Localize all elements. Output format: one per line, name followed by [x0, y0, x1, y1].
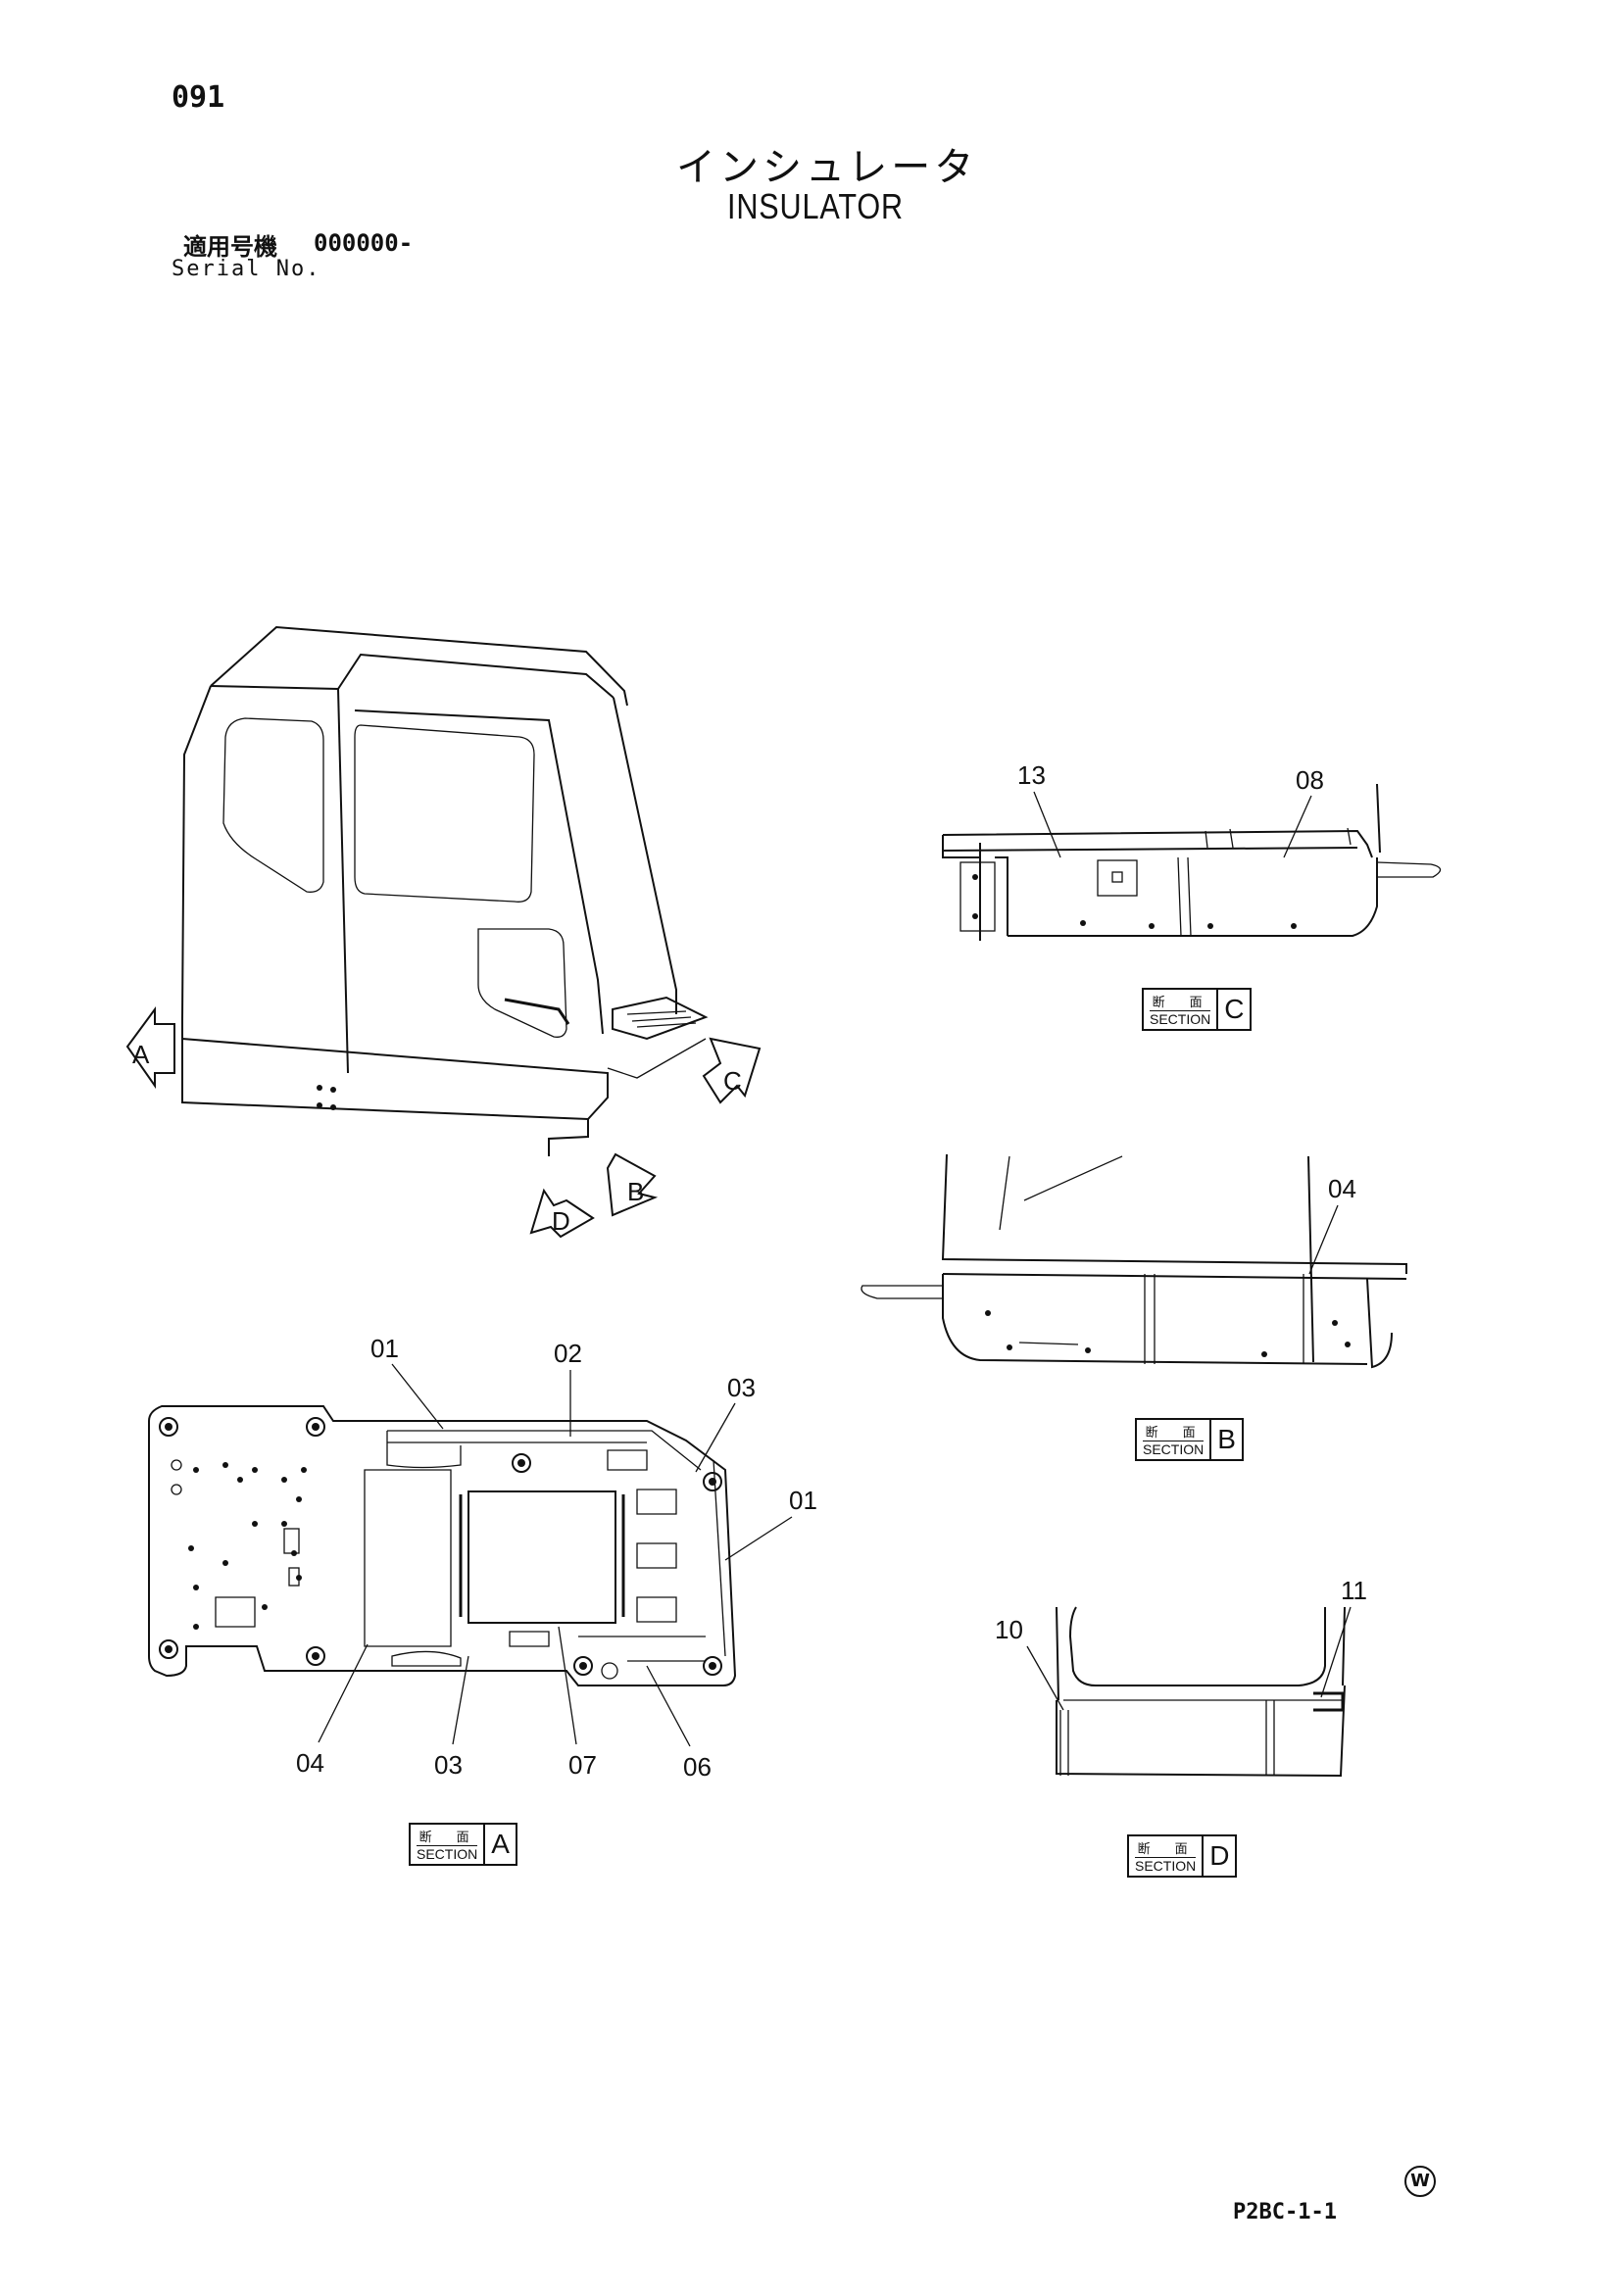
view-arrow-a-letter: A: [132, 1040, 150, 1069]
section-c-view: 13 08: [942, 760, 1442, 941]
serial-value: 000000-: [314, 229, 414, 257]
title-japanese: インシュレータ: [676, 145, 978, 190]
callout-01-right: 01: [789, 1486, 817, 1515]
view-arrow-d: [529, 1188, 595, 1239]
callout-03-top: 03: [727, 1373, 756, 1402]
view-arrow-d-letter: D: [552, 1206, 570, 1236]
title-english: INSULATOR: [727, 186, 904, 226]
view-arrow-b: [606, 1152, 659, 1217]
section-b-view: 04: [861, 1153, 1407, 1369]
serial-label-english: Serial No.: [172, 257, 321, 281]
callout-02: 02: [554, 1339, 582, 1368]
section-a-view: 01 02 03 01 04 03 07 06: [148, 1334, 817, 1782]
w-mark: W: [1404, 2166, 1436, 2197]
serial-label-japanese: 適用号機: [183, 233, 277, 261]
callout-04-bottom: 04: [296, 1748, 324, 1778]
callout-07: 07: [568, 1750, 597, 1780]
callout-03-bottom: 03: [434, 1750, 463, 1780]
page-number: 091: [172, 80, 225, 115]
callout-08: 08: [1296, 765, 1324, 795]
section-d-view: 10 11: [995, 1576, 1367, 1778]
page-code: P2BC-1-1: [1233, 2200, 1337, 2224]
view-arrow-a: [125, 1005, 175, 1090]
cab-view: A C B D: [125, 625, 762, 1239]
view-arrow-b-letter: B: [627, 1177, 644, 1206]
view-arrow-c-letter: C: [723, 1066, 742, 1096]
callout-11: 11: [1341, 1576, 1367, 1605]
callout-13: 13: [1017, 760, 1046, 790]
view-arrow-c: [702, 1037, 762, 1104]
callout-01-top: 01: [370, 1334, 399, 1363]
callout-10: 10: [995, 1615, 1023, 1644]
callout-06: 06: [683, 1752, 712, 1782]
callout-04-section-b: 04: [1328, 1174, 1356, 1203]
